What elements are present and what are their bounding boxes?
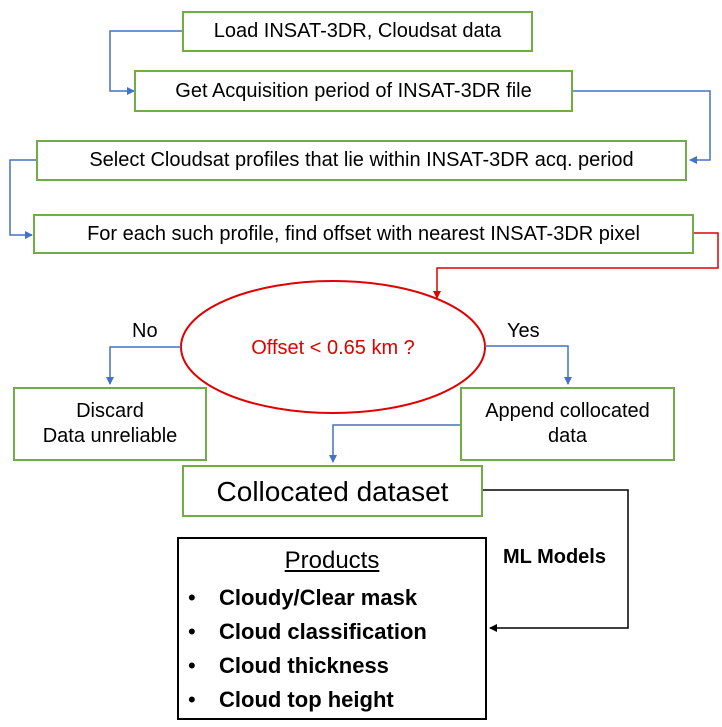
product-label: Cloudy/Clear mask (219, 585, 418, 610)
product-item: • Cloud classification (179, 615, 427, 649)
acquisition-period-box: Get Acquisition period of INSAT-3DR file (134, 70, 573, 112)
append-line-1: Append collocated (485, 400, 650, 422)
product-item: • Cloudy/Clear mask (179, 581, 427, 615)
arrow-offset-to-decision (433, 232, 719, 299)
discard-box: Discard Data unreliable (13, 387, 207, 461)
arrow-acq-to-select (573, 90, 711, 164)
ml-models-label: ML Models (503, 546, 606, 568)
select-profiles-box: Select Cloudsat profiles that lie within… (36, 140, 687, 181)
products-box: Products • Cloudy/Clear mask • Cloud class… (177, 537, 487, 720)
bullet-icon: • (188, 585, 196, 610)
arrow-no-branch (106, 346, 181, 385)
product-label: Cloud classification (219, 619, 427, 644)
arrow-collocated-to-products (483, 489, 629, 632)
acquisition-period-label: Get Acquisition period of INSAT-3DR file (175, 79, 532, 102)
select-profiles-label: Select Cloudsat profiles that lie within… (89, 149, 634, 171)
product-item: • Cloud top height (179, 683, 427, 717)
product-label: Cloud top height (219, 687, 394, 712)
append-line-2: data (548, 425, 587, 447)
bullet-icon: • (188, 653, 196, 678)
arrow-load-to-acq (109, 30, 182, 95)
arrow-append-to-collocated (329, 424, 460, 463)
find-offset-label: For each such profile, find offset with … (87, 222, 640, 245)
bullet-icon: • (188, 619, 196, 644)
discard-line-1: Discard (76, 400, 144, 422)
arrow-select-to-offset (9, 159, 36, 239)
no-label: No (132, 320, 158, 342)
products-list: • Cloudy/Clear mask • Cloud classification… (179, 581, 427, 717)
discard-line-2: Data unreliable (42, 425, 178, 447)
yes-label: Yes (507, 320, 540, 342)
collocated-dataset-label: Collocated dataset (216, 475, 449, 507)
arrow-yes-branch (485, 345, 572, 385)
product-item: • Cloud thickness (179, 649, 427, 683)
product-label: Cloud thickness (219, 653, 389, 678)
bullet-icon: • (188, 687, 196, 712)
collocated-dataset-box: Collocated dataset (182, 465, 483, 517)
load-data-box: Load INSAT-3DR, Cloudsat data (182, 11, 533, 52)
decision-text: Offset < 0.65 km ? (251, 337, 415, 359)
find-offset-box: For each such profile, find offset with … (33, 214, 694, 254)
append-box: Append collocated data (460, 387, 675, 461)
load-data-label: Load INSAT-3DR, Cloudsat data (213, 20, 502, 42)
products-title: Products (284, 547, 380, 574)
